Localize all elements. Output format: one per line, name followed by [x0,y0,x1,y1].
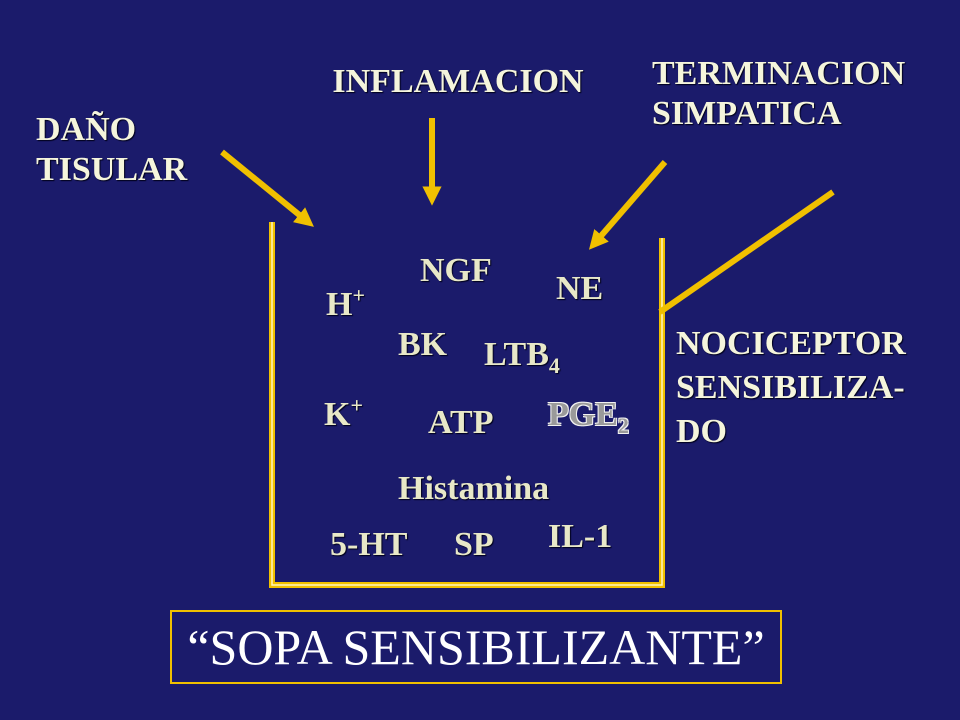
inflammation-text: INFLAMACION [332,63,584,100]
mediator-pge2-sub: 2 [617,412,629,438]
mediator-pge2-base: PGE [548,396,618,433]
sympathetic-label: TERMINACION SIMPATICA [652,54,905,134]
nociceptor-line-1: NOCICEPTOR [676,325,906,362]
mediator-pge2: PGE2 [548,396,629,436]
nociceptor-line [658,189,835,315]
sympathetic-line-2: SIMPATICA [652,95,842,132]
mediator-bk: BK [398,326,448,363]
tissue-damage-line-1: DAÑO [36,111,137,148]
mediator-h-sup: + [352,282,365,308]
nociceptor-label: NOCICEPTOR SENSIBILIZA- DO [676,322,906,454]
mediator-ltb4: LTB4 [484,336,560,376]
mediator-ne: NE [556,270,604,307]
mediator-k-sup: + [350,392,363,418]
mediator-k: K+ [324,392,363,434]
mediator-5ht: 5-HT [330,526,408,563]
mediator-h-base: H [326,286,353,323]
tissue-damage-arrow [220,149,314,227]
mediator-sp: SP [454,526,494,563]
sympathetic-arrow [588,160,668,250]
caption-text: “SOPA SENSIBILIZANTE” [187,619,765,675]
tissue-damage-label: DAÑO TISULAR [36,110,187,190]
mediator-il1: IL-1 [548,518,613,555]
inflammation-label: INFLAMACION [332,62,583,102]
mediator-ngf: NGF [420,252,492,289]
mediator-ltb4-sub: 4 [548,352,560,378]
tissue-damage-line-2: TISULAR [36,151,188,188]
mediator-k-base: K [324,396,351,433]
sympathetic-line-1: TERMINACION [652,55,906,92]
mediator-atp: ATP [428,404,494,441]
nociceptor-line-2: SENSIBILIZA- [676,369,905,406]
mediator-ltb4-base: LTB [484,336,549,373]
caption-box: “SOPA SENSIBILIZANTE” [170,610,782,684]
mediator-h: H+ [326,282,365,324]
nociceptor-line-3: DO [676,413,727,450]
mediator-histamina: Histamina [398,470,550,507]
